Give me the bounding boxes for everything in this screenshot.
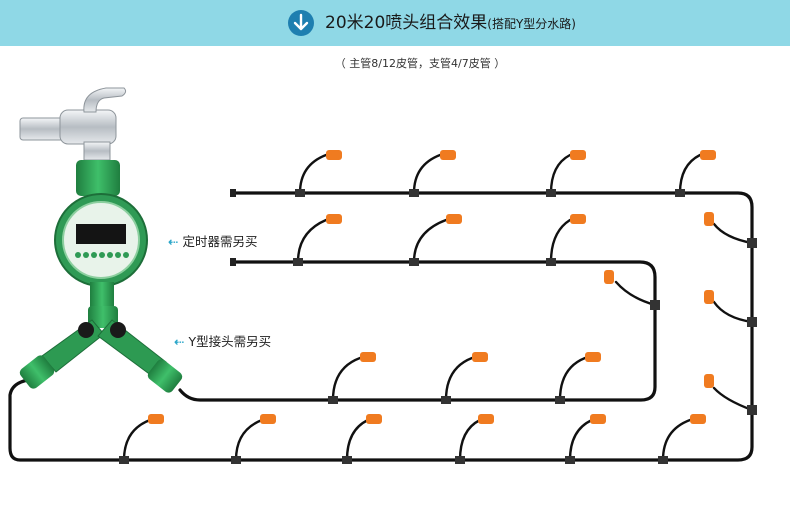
nozzle — [565, 414, 606, 464]
nozzle — [119, 414, 164, 464]
timer-note-text: 定时器需另买 — [182, 234, 258, 249]
y-connector — [19, 306, 183, 393]
nozzle-group — [119, 150, 757, 464]
hose-end-cap — [230, 189, 236, 197]
nozzle — [231, 414, 276, 464]
timer-note: ⇠定时器需另买 — [168, 231, 258, 250]
nozzle — [546, 150, 586, 197]
nozzle — [658, 414, 706, 464]
nozzle — [409, 214, 462, 266]
subtitle: （ 主管8/12皮管，支管4/7皮管 ） — [334, 57, 506, 70]
arrow-down-circle-icon — [288, 10, 314, 36]
nozzle — [455, 414, 494, 464]
nozzle — [293, 214, 342, 266]
arrow-left-icon: ⇠ — [174, 334, 185, 349]
nozzle — [441, 352, 488, 404]
nozzle — [295, 150, 342, 197]
title-suffix: (搭配Y型分水路) — [487, 17, 576, 31]
y-connector-note: ⇠Y型接头需另买 — [174, 331, 271, 350]
nozzle — [328, 352, 376, 404]
nozzle — [604, 270, 660, 310]
main-hose — [8, 191, 754, 462]
page-title: 20米20喷头组合效果(搭配Y型分水路) — [325, 10, 576, 36]
nozzle — [704, 374, 757, 415]
title-main: 20米20喷头组合效果 — [325, 13, 488, 33]
faucet — [19, 87, 127, 161]
header-banner: 20米20喷头组合效果(搭配Y型分水路) — [0, 0, 790, 46]
nozzle — [555, 352, 601, 404]
water-timer — [54, 160, 148, 308]
nozzle — [704, 290, 757, 327]
nozzle — [704, 212, 757, 248]
y-connector-note-text: Y型接头需另买 — [188, 334, 272, 349]
arrow-left-icon: ⇠ — [168, 234, 179, 249]
hose-end-cap — [230, 258, 236, 266]
nozzle — [675, 150, 716, 197]
nozzle — [546, 214, 586, 266]
nozzle — [342, 414, 382, 464]
nozzle — [409, 150, 456, 197]
